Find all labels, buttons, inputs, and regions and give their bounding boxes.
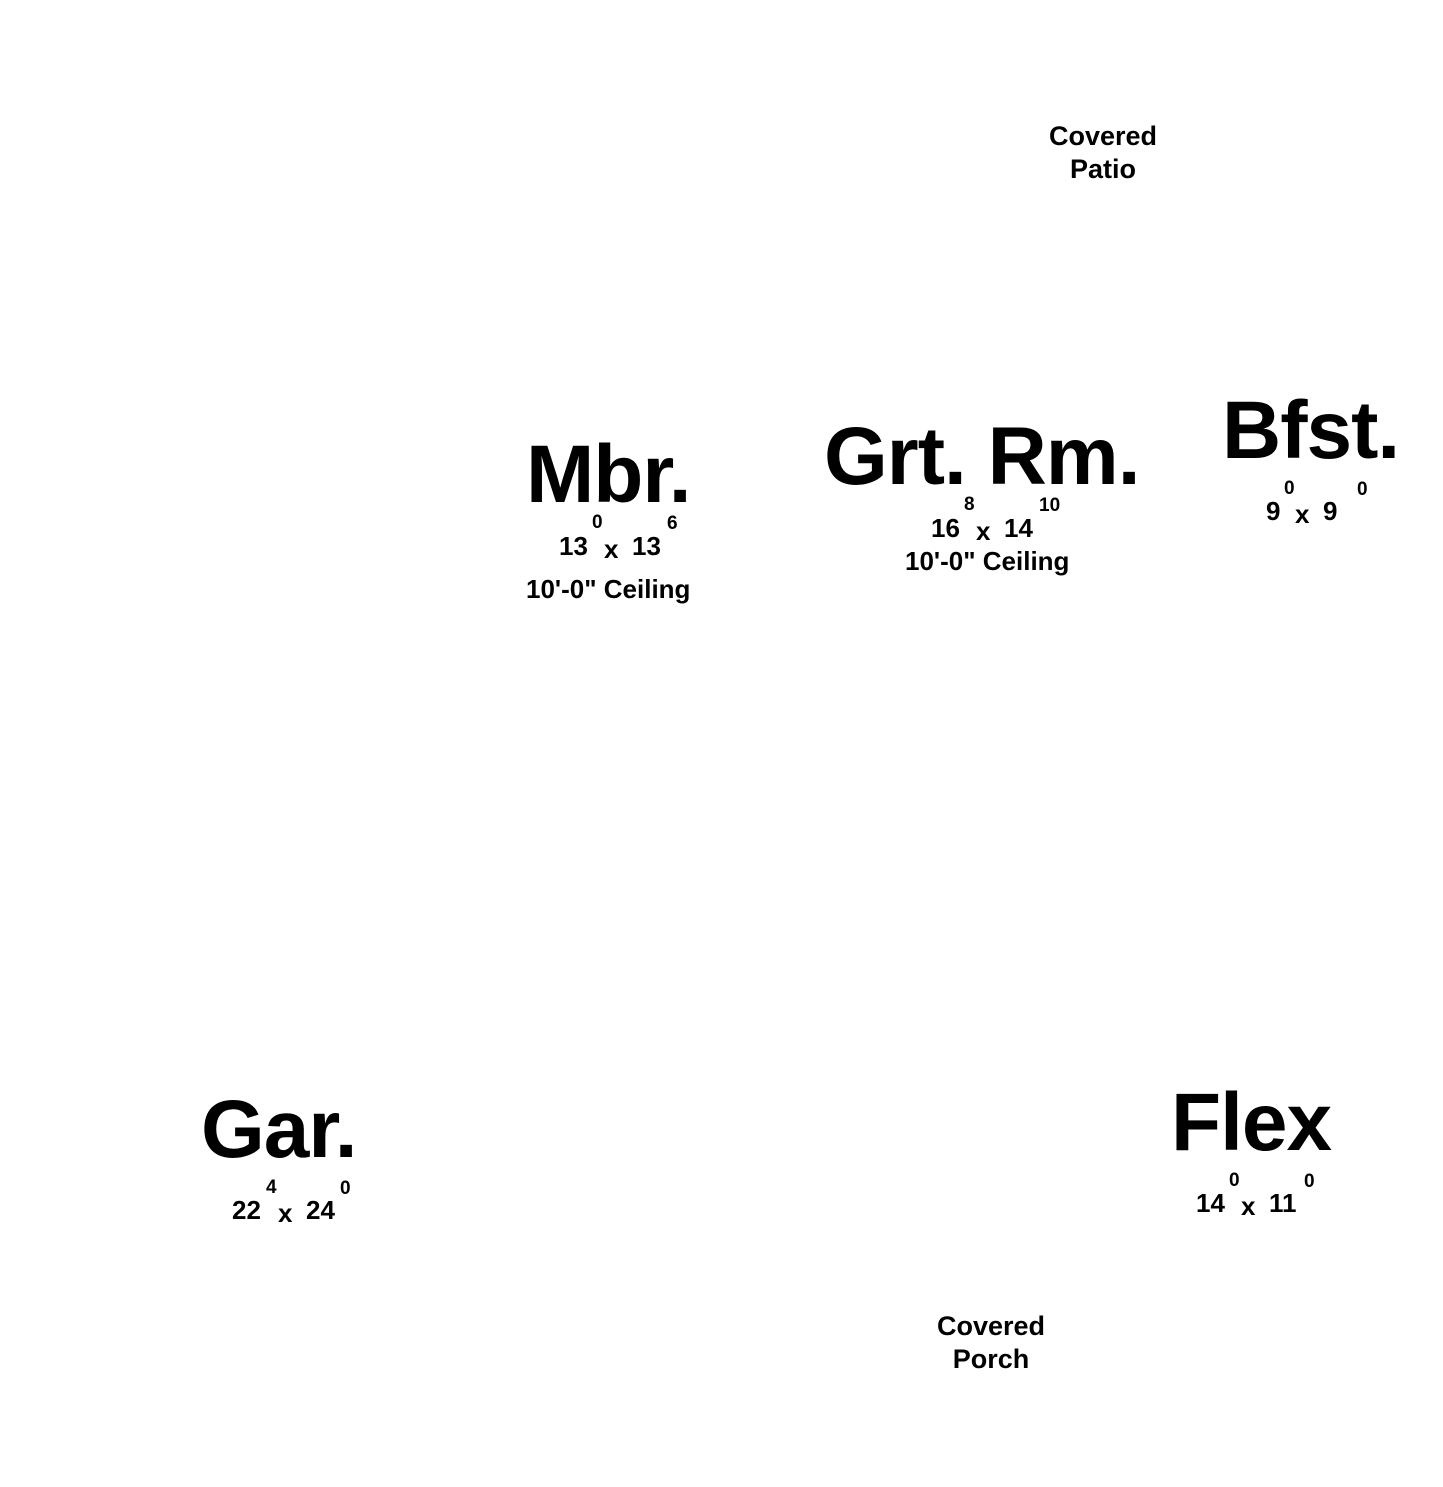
gar-depth-in: 0 bbox=[340, 1178, 351, 1199]
grt-rm-room-name: Grt. Rm. bbox=[824, 411, 1140, 502]
flex-width-ft: 14 bbox=[1196, 1188, 1225, 1218]
grt-rm-depth-in: 10 bbox=[1039, 495, 1061, 516]
mbr-depth-ft: 13 bbox=[632, 531, 661, 561]
bfst-depth-ft: 9 bbox=[1323, 496, 1338, 526]
grt-rm-width-in: 8 bbox=[964, 494, 975, 515]
flex-width-in: 0 bbox=[1229, 1170, 1240, 1191]
mbr-ceiling: 10'-0" Ceiling bbox=[526, 574, 691, 604]
bfst-depth-in: 0 bbox=[1357, 479, 1368, 500]
covered-patio-line2: Patio bbox=[1070, 154, 1137, 184]
grt-rm-depth-ft: 14 bbox=[1004, 513, 1033, 543]
covered-porch-line2: Porch bbox=[952, 1344, 1030, 1374]
flex-times: x bbox=[1241, 1191, 1256, 1221]
gar-times: x bbox=[278, 1198, 293, 1228]
covered-porch-label: Covered Porch bbox=[937, 1310, 1045, 1376]
bfst-times: x bbox=[1295, 499, 1310, 529]
gar-width-ft: 22 bbox=[232, 1195, 261, 1225]
mbr-room-name: Mbr. bbox=[526, 429, 692, 520]
mbr-depth-in: 6 bbox=[667, 513, 678, 534]
covered-porch-line1: Covered bbox=[937, 1311, 1046, 1341]
covered-patio-line1: Covered bbox=[1049, 121, 1158, 151]
gar-room-name: Gar. bbox=[201, 1084, 358, 1175]
grt-rm-ceiling: 10'-0" Ceiling bbox=[905, 546, 1070, 576]
bfst-width-in: 0 bbox=[1284, 478, 1295, 499]
flex-depth-in: 0 bbox=[1304, 1171, 1315, 1192]
grt-rm-width-ft: 16 bbox=[931, 513, 960, 543]
mbr-width-in: 0 bbox=[592, 512, 603, 533]
gar-width-in: 4 bbox=[266, 1177, 277, 1198]
bfst-room-name: Bfst. bbox=[1222, 385, 1400, 476]
flex-depth-ft: 11 bbox=[1269, 1188, 1297, 1218]
grt-rm-times: x bbox=[976, 516, 991, 546]
covered-patio-label: Covered Patio bbox=[1049, 120, 1157, 186]
flex-room-name: Flex bbox=[1171, 1077, 1332, 1168]
gar-depth-ft: 24 bbox=[306, 1195, 335, 1225]
mbr-width-ft: 13 bbox=[559, 531, 588, 561]
bfst-width-ft: 9 bbox=[1266, 496, 1281, 526]
mbr-times: x bbox=[604, 534, 619, 564]
